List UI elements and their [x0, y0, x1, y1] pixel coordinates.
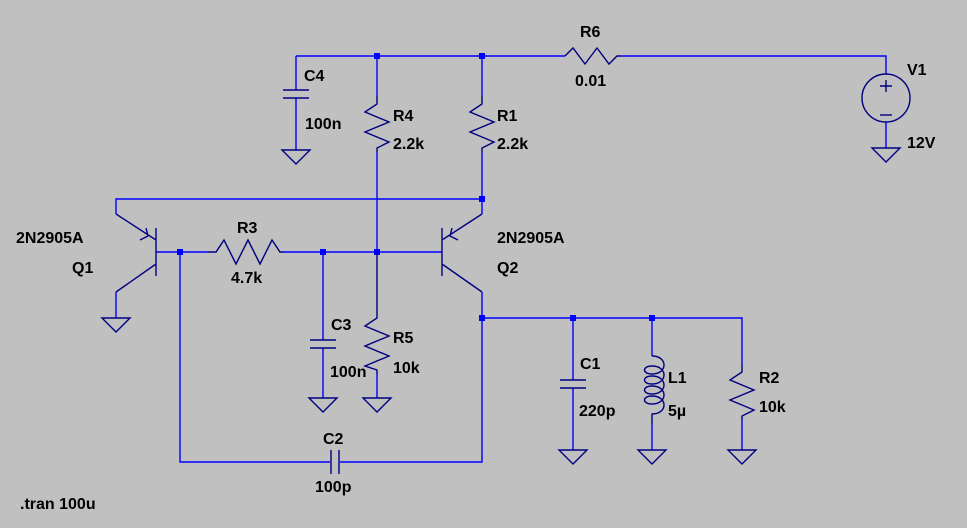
- resistor-r5-symbol: [363, 252, 391, 374]
- transistor-q1-emitter-leg: [115, 213, 157, 241]
- r4-name-label: R4: [393, 108, 414, 125]
- spice-directive[interactable]: .tran 100u: [20, 496, 96, 513]
- r6-value-label: 0.01: [575, 73, 606, 90]
- junction-dot: [320, 249, 326, 255]
- c3-name-label: C3: [331, 317, 352, 334]
- resistor-r3[interactable]: [208, 238, 284, 266]
- transistor-q1-emitter-arrow: [139, 227, 149, 241]
- r1-value-label: 2.2k: [497, 136, 528, 153]
- ground-icon: [100, 317, 132, 333]
- r6-name-label: R6: [580, 24, 601, 41]
- r3-name-label: R3: [237, 220, 258, 237]
- r5-name-label: R5: [393, 330, 414, 347]
- ground-icon: [280, 149, 312, 165]
- capacitor-c3[interactable]: [310, 339, 336, 349]
- r3-value-label: 4.7k: [231, 270, 262, 287]
- c2-name-label: C2: [323, 431, 344, 448]
- ground-icon: [361, 397, 393, 413]
- ground-icon: [870, 147, 902, 163]
- l1-value-label: 5µ: [668, 403, 686, 420]
- junction-dot: [177, 249, 183, 255]
- wire-r6-to-v1: [621, 55, 887, 74]
- transistor-q2-emitter-leg: [441, 213, 483, 241]
- v1-value-label: 12V: [907, 135, 936, 152]
- junction-dot: [479, 53, 485, 59]
- resistor-r6-symbol: [564, 46, 621, 66]
- v1-name-label: V1: [907, 62, 927, 79]
- wire-feedback-right: [340, 318, 483, 463]
- transistor-q1[interactable]: [115, 213, 157, 293]
- wires: [115, 55, 887, 463]
- junction-dot: [570, 315, 576, 321]
- r2-name-label: R2: [759, 370, 780, 387]
- inductor-l1[interactable]: [643, 355, 665, 424]
- r5-value-label: 10k: [393, 360, 420, 377]
- q2-model-label: 2N2905A: [497, 230, 565, 247]
- r1-name-label: R1: [497, 108, 518, 125]
- ground-icon: [636, 449, 668, 465]
- q2-name-label: Q2: [497, 260, 518, 277]
- transistor-q2-emitter-arrow: [449, 227, 459, 241]
- plus-sign-icon: [880, 80, 892, 92]
- c3-value-label: 100n: [330, 364, 366, 381]
- capacitor-c1[interactable]: [560, 379, 586, 389]
- ground-icon: [726, 449, 758, 465]
- c4-name-label: C4: [304, 68, 325, 85]
- resistor-r1-symbol: [468, 96, 496, 152]
- junction-dot: [374, 53, 380, 59]
- voltage-source-v1[interactable]: [861, 73, 911, 123]
- c2-value-label: 100p: [315, 479, 352, 496]
- capacitor-c3-symbol: [310, 339, 336, 349]
- c1-value-label: 220p: [579, 403, 616, 420]
- resistor-r2[interactable]: [728, 364, 756, 420]
- ground-icon: [557, 449, 589, 465]
- capacitor-c2[interactable]: [330, 450, 340, 474]
- resistor-r3-symbol: [208, 238, 284, 266]
- q1-name-label: Q1: [72, 260, 93, 277]
- capacitor-c1-symbol: [560, 379, 586, 389]
- resistor-r4[interactable]: [363, 96, 391, 152]
- wire-feedback-left: [179, 252, 330, 463]
- wire-emitter-tie: [115, 198, 482, 214]
- transistor-q2-collector-leg: [441, 263, 483, 293]
- r4-value-label: 2.2k: [393, 136, 424, 153]
- l1-name-label: L1: [668, 370, 687, 387]
- resistor-r1[interactable]: [468, 96, 496, 152]
- transistor-q2[interactable]: [441, 213, 483, 293]
- junction-dot: [649, 315, 655, 321]
- capacitor-c2-symbol: [330, 450, 340, 474]
- resistor-r5[interactable]: [363, 252, 391, 374]
- ground-icon: [307, 397, 339, 413]
- wire-output-node: [482, 317, 743, 364]
- resistor-r6[interactable]: [564, 46, 621, 66]
- junction-dot: [479, 315, 485, 321]
- inductor-l1-symbol: [643, 355, 665, 424]
- resistor-r4-symbol: [363, 96, 391, 152]
- grounds: [100, 147, 902, 465]
- capacitor-c4-symbol: [283, 89, 309, 99]
- capacitor-c4[interactable]: [283, 89, 309, 99]
- junction-dot: [479, 196, 485, 202]
- transistor-q1-collector-leg: [115, 263, 157, 293]
- q1-model-label: 2N2905A: [16, 230, 84, 247]
- voltage-source-v1-symbol: [861, 73, 911, 123]
- c1-name-label: C1: [580, 356, 601, 373]
- r2-value-label: 10k: [759, 399, 786, 416]
- c4-value-label: 100n: [305, 116, 341, 133]
- labels: R6 0.01 V1 12V C4 100n R4 2.2k R1 2.2k 2…: [16, 24, 936, 513]
- resistor-r2-symbol: [728, 364, 756, 420]
